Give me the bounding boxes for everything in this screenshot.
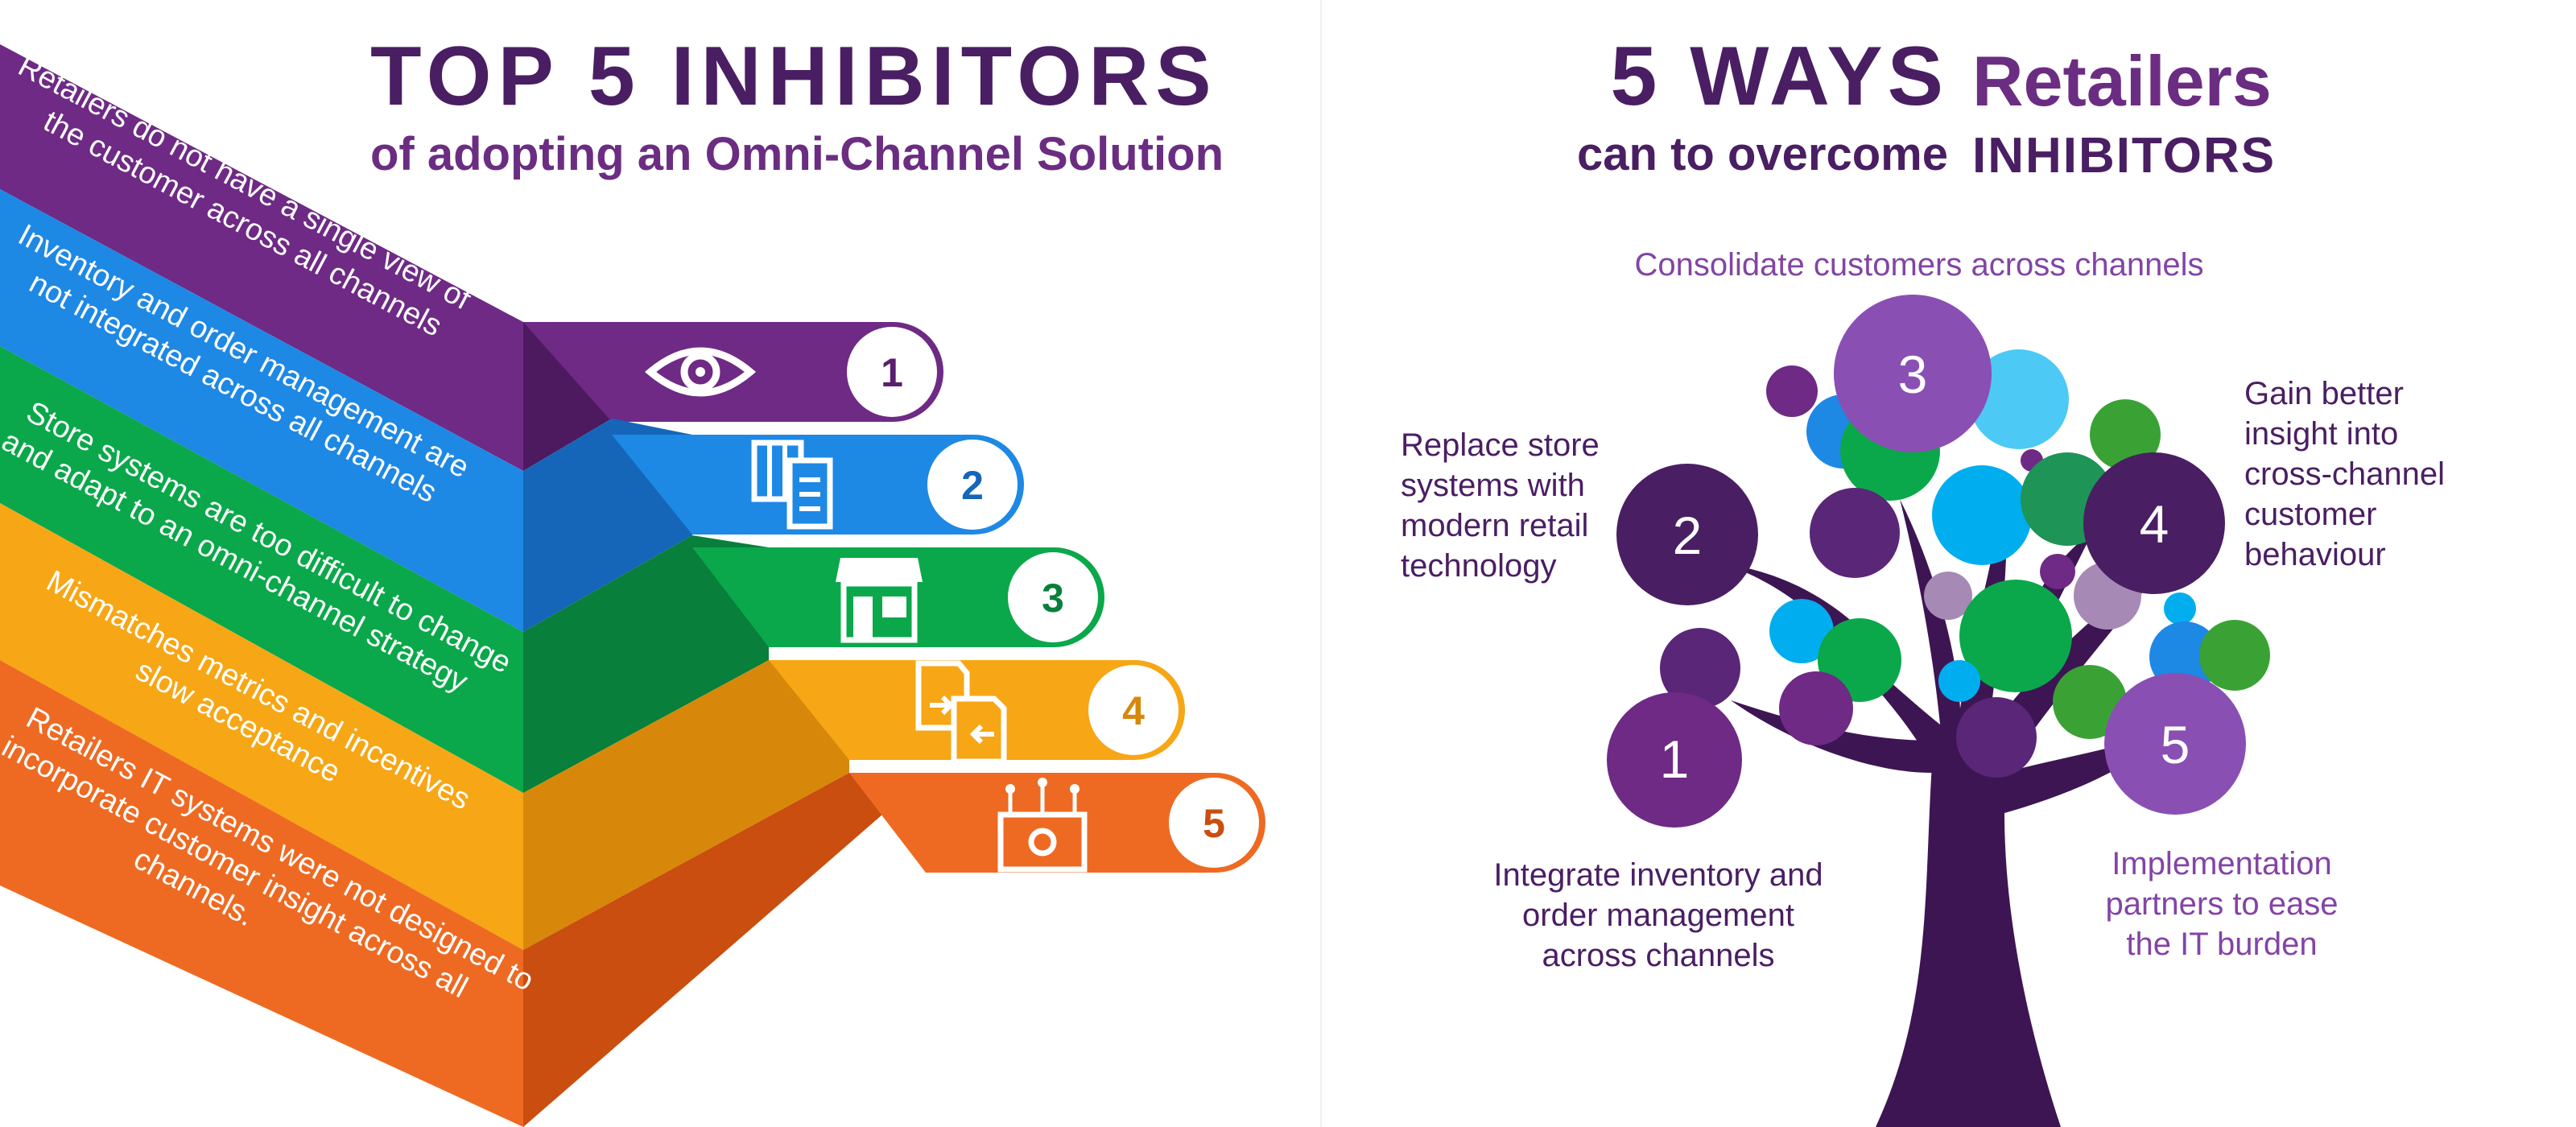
way-1-number: 1 (1660, 729, 1690, 789)
way-2-caption-line-1: Replace store (1401, 427, 1600, 463)
way-4-caption-line-2: insight into (2244, 416, 2399, 452)
right-subtitle-overcome: can to overcome (1577, 128, 1948, 180)
way-2-caption: Replace store systems with modern retail… (1401, 425, 1658, 586)
way-1-caption-line-3: across channels (1542, 938, 1775, 973)
way-3-number: 3 (1898, 345, 1928, 404)
way-4-number: 4 (2140, 494, 2169, 554)
way-4-caption-line-5: behaviour (2244, 537, 2386, 572)
inhibitor-1-band (0, 44, 523, 471)
inhibitor-3-number: 3 (1042, 576, 1064, 621)
tree-leaf-bubble (2090, 399, 2161, 470)
inhibitor-5-number: 5 (1203, 801, 1225, 846)
inhibitor-4-number: 4 (1122, 688, 1145, 733)
eye-icon (644, 347, 757, 397)
way-4-caption-line-3: cross-channel (2244, 456, 2446, 492)
tree-trunk (1819, 483, 2182, 1127)
inhibitor-4-number-circle (1088, 665, 1179, 755)
tree-leaf-bubble (1938, 660, 1980, 702)
inhibitor-5-shade (523, 773, 926, 1127)
inhibitor-1-tab (523, 322, 943, 422)
left-title: TOP 5 INHIBITORS (370, 30, 1218, 123)
tree-leaf-bubble (1766, 365, 1818, 417)
tree-leaf-bubble (1932, 465, 2032, 565)
inhibitor-4-band (0, 503, 523, 950)
way-4-caption-line-4: customer (2244, 497, 2377, 532)
inhibitor-2-number-circle (927, 440, 1018, 530)
inhibitor-5-tab (849, 773, 1265, 873)
inhibitor-1-number-circle (847, 327, 937, 417)
way-4-caption-line-1: Gain better (2244, 376, 2404, 411)
inhibitor-2-number: 2 (961, 463, 984, 508)
inhibitor-5-band (0, 660, 523, 1127)
inhibitor-5-number-circle (1169, 778, 1259, 868)
inhibitor-1-number: 1 (881, 350, 903, 395)
tree-leaf-bubble (1769, 599, 1834, 663)
way-5-number: 5 (2161, 715, 2190, 774)
right-title-ways: 5 WAYS (1610, 30, 1948, 123)
right-title-retailers: Retailers (1972, 41, 2272, 121)
way-1-caption: Integrate inventory and order management… (1473, 855, 1843, 976)
way-2-number: 2 (1673, 506, 1703, 565)
inventory-clipboard-icon (751, 440, 833, 530)
storefront-icon (836, 558, 923, 643)
way-3-caption-line-1: Consolidate customers across channels (1634, 247, 2204, 283)
way-2-marker: 2 (1616, 464, 1758, 605)
way-2-caption-line-2: systems with (1401, 468, 1585, 503)
inhibitor-3-shade (523, 535, 769, 793)
way-5-marker: 5 (2104, 673, 2246, 815)
way-1-caption-line-2: order management (1522, 898, 1794, 933)
way-4-marker: 4 (2083, 452, 2225, 594)
inhibitor-2-band (0, 189, 523, 632)
tree-leaf-bubble (2164, 592, 2196, 625)
tree-leaf-bubble (1959, 580, 2072, 692)
way-5-caption-line-1: Implementation (2112, 846, 2332, 881)
inhibitor-4-shade (523, 660, 849, 950)
way-5-caption-line-3: the IT burden (2126, 927, 2318, 962)
inhibitor-3-number-circle (1008, 552, 1098, 642)
right-subtitle-inhibitors: INHIBITORS (1972, 128, 2277, 184)
tree-leaf-bubble (1969, 349, 2069, 449)
way-1-caption-line-1: Integrate inventory and (1493, 857, 1823, 893)
tree-leaf-bubble (1779, 671, 1853, 745)
way-5-caption-line-2: partners to ease (2105, 886, 2339, 922)
inhibitor-3-band (0, 346, 523, 793)
way-4-caption: Gain better insight into cross-channel c… (2244, 374, 2486, 575)
tree-leaf-bubble (1924, 572, 1972, 620)
way-2-caption-line-3: modern retail (1401, 508, 1589, 543)
computer-gear-icon (991, 778, 1094, 879)
way-3-caption: Consolidate customers across channels (1629, 245, 2209, 285)
way-3-marker: 3 (1834, 295, 1992, 452)
panel-divider (1320, 0, 1322, 1127)
tree-leaf-bubble (1810, 488, 1900, 578)
tree-leaf-bubble (1660, 628, 1740, 708)
way-1-marker: 1 (1607, 692, 1742, 828)
tree-leaf-bubble (2199, 620, 2270, 691)
left-subtitle: of adopting an Omni-Channel Solution (370, 128, 1224, 180)
way-2-caption-line-4: technology (1401, 548, 1557, 584)
tree-leaf-bubble (1956, 697, 2037, 778)
document-exchange-icon (915, 660, 1007, 765)
tree-leaf-bubble (2040, 554, 2075, 589)
way-5-caption: Implementation partners to ease the IT b… (2077, 844, 2367, 964)
